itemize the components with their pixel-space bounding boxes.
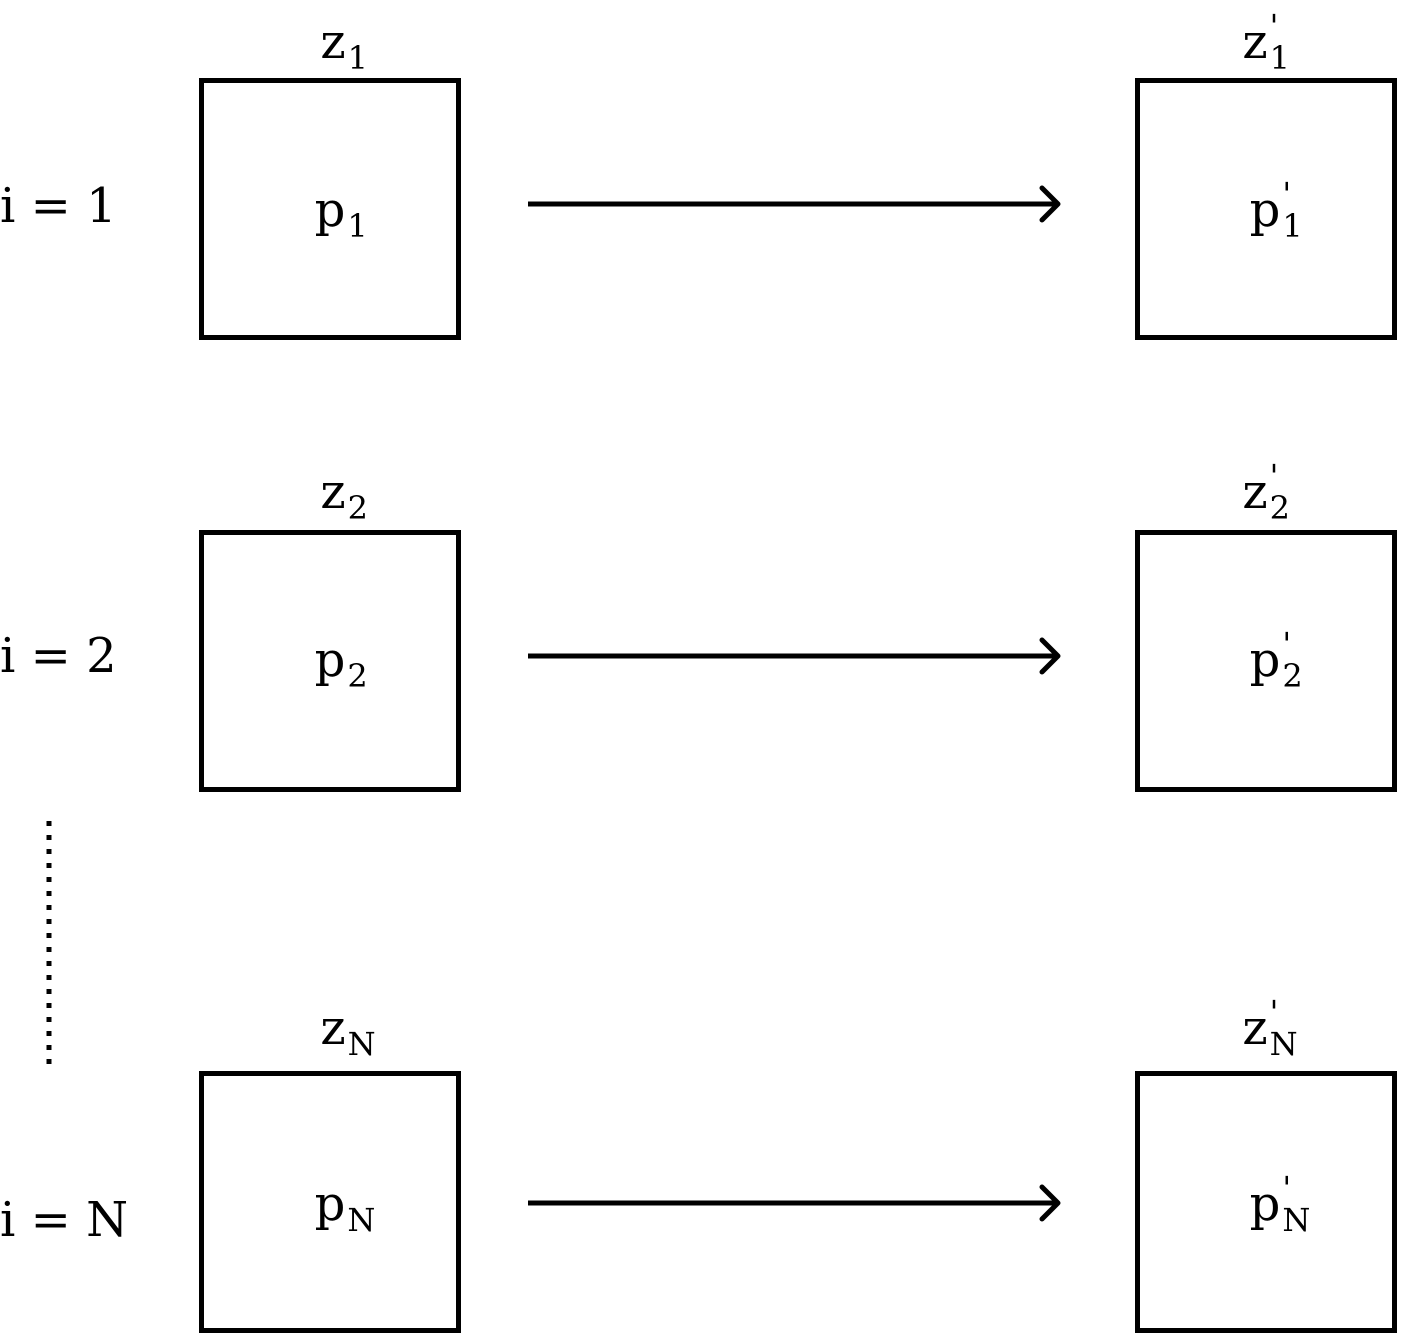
arrow-row-n [528, 1184, 1061, 1222]
prime-mark: ' [1282, 1169, 1292, 1207]
z-subscript: 1 [347, 39, 369, 77]
input-box [199, 530, 461, 792]
index-label: i = N [0, 1192, 129, 1248]
p-prime-label: p'N [1250, 1172, 1311, 1236]
z-base: z [320, 464, 346, 520]
z-prime-base: z [1242, 464, 1268, 520]
z-prime-base: z [1242, 14, 1268, 70]
p-subscript: 1 [347, 207, 368, 245]
input-box [199, 1071, 461, 1333]
index-label: i = 1 [0, 178, 117, 234]
p-base: p [314, 632, 346, 688]
arrow-row-2 [528, 637, 1061, 675]
z-prime-label: z'1 [1242, 10, 1290, 74]
z-base: z [320, 14, 346, 70]
prime-mark: ' [1282, 175, 1292, 213]
z-prime-subscript: 1 [1269, 39, 1291, 77]
output-box [1135, 530, 1397, 792]
p-prime-base: p [1249, 182, 1281, 238]
p-prime-label: p'1 [1250, 178, 1303, 242]
p-base: p [314, 182, 346, 238]
z-prime-label: z'N [1242, 996, 1297, 1060]
z-subscript: 2 [347, 489, 369, 527]
z-base: z [320, 1000, 346, 1056]
index-label: i = 2 [0, 628, 117, 684]
arrowhead-icon [1039, 185, 1061, 223]
output-box [1135, 78, 1397, 340]
prime-mark: ' [1269, 993, 1279, 1031]
z-prime-label: z'2 [1242, 460, 1290, 524]
output-box [1135, 1071, 1397, 1333]
z-prime-base: z [1242, 1000, 1268, 1056]
z-prime-subscript: 2 [1269, 489, 1291, 527]
arrowhead-icon [1039, 637, 1061, 675]
prime-mark: ' [1269, 7, 1279, 45]
p-subscript: 2 [347, 657, 368, 695]
p-prime-base: p [1249, 632, 1281, 688]
prime-mark: ' [1269, 457, 1279, 495]
arrowhead-icon [1039, 1184, 1061, 1222]
p-subscript: N [347, 1201, 376, 1239]
arrow-row-1 [528, 185, 1061, 223]
z-subscript: N [347, 1025, 376, 1063]
p-base: p [314, 1176, 346, 1232]
z-prime-subscript: N [1269, 1025, 1298, 1063]
p-prime-subscript: 2 [1282, 657, 1303, 695]
prime-mark: ' [1282, 625, 1292, 663]
input-box [199, 78, 461, 340]
p-prime-subscript: N [1282, 1201, 1311, 1239]
p-prime-base: p [1249, 1176, 1281, 1232]
p-prime-label: p'2 [1250, 628, 1303, 692]
p-prime-subscript: 1 [1282, 207, 1303, 245]
